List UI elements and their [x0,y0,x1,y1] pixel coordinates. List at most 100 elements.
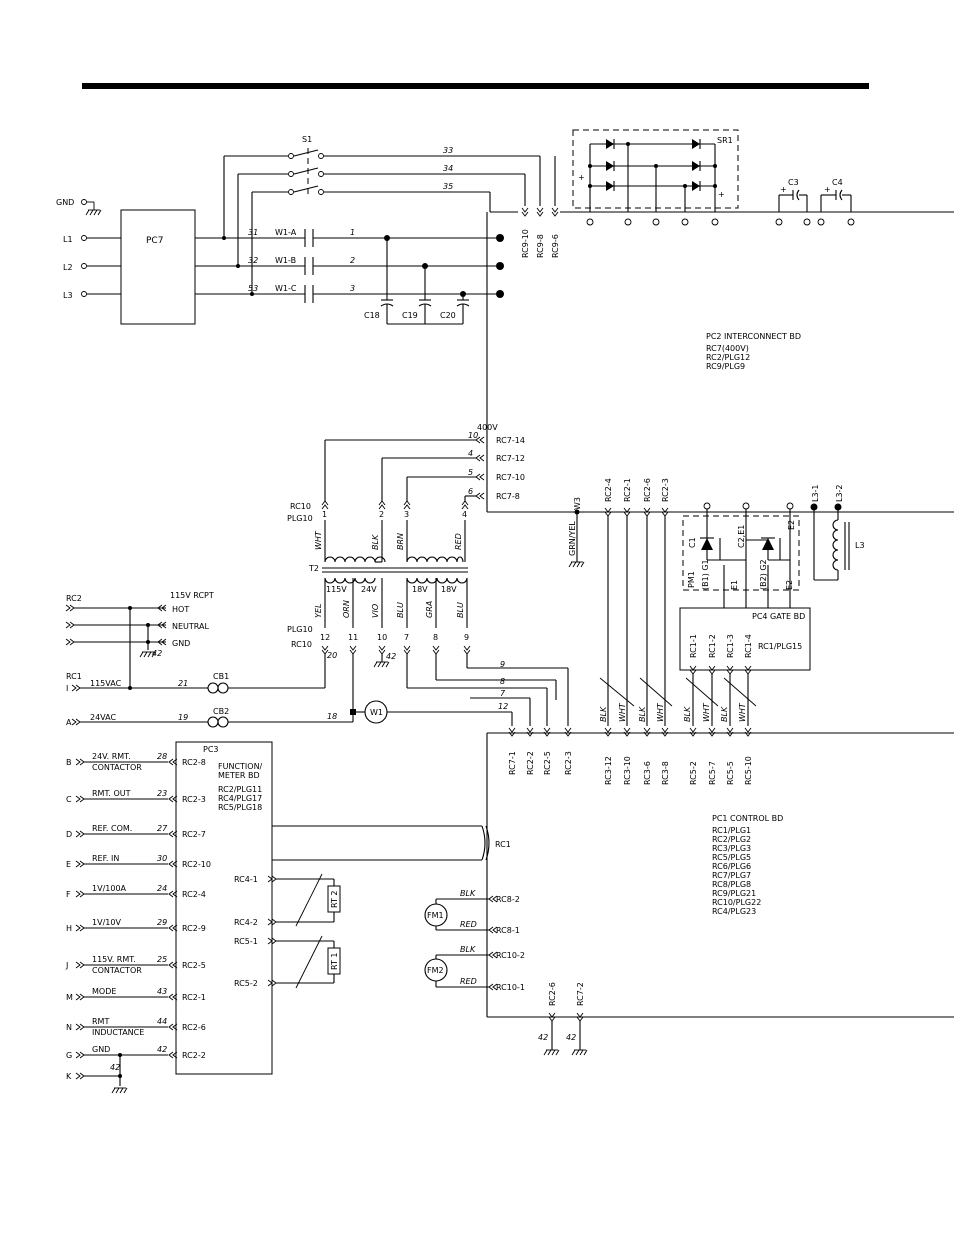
fm2-red: RED [460,977,477,986]
pc1-line-10: RC4/PLG23 [712,907,756,916]
t2-pin-8: 8 [433,633,438,642]
rc9-6-label: RC9-6 [551,234,560,258]
pc4-rc1-3: RC1-3 [726,634,735,658]
t2-blu-b: BLU [456,602,465,618]
wire-31: 31 [248,228,258,237]
rc2-3-bot-label: RC2-3 [564,751,573,775]
pc3-row-label: RMT [92,1017,109,1026]
rc7-12-label: RC7-12 [496,454,525,463]
pc3-row-wire: 28 [157,752,167,761]
rc2-115v-receptacle: RC2 115V RCPT HOT NEUTRAL GND 42 [65,591,214,688]
k-label: K [66,1072,72,1081]
t2-brn: BRN [396,533,405,550]
pc3-row-letter: E [66,860,71,869]
pc3-line-3: RC5/PLG18 [218,803,262,812]
rc5-10-label: RC5-10 [744,756,753,785]
wire-33: 33 [443,146,453,155]
t2-pin-9: 9 [464,633,469,642]
c18-label: C18 [364,311,380,320]
pc3-row-letter: C [66,795,72,804]
pc4-title: PC4 GATE BD [752,612,805,621]
wire-4: 4 [468,449,473,458]
rc4-2-label: RC4-2 [234,918,258,927]
rc3-12-label: RC3-12 [604,756,613,785]
t2-24v: 24V [361,585,377,594]
t2-vio: VIO [371,604,380,618]
sr1-label: SR1 [717,136,733,145]
input-terminals: GND L1 L2 L3 [56,198,121,300]
rc1-115vac-line: RC1 I 115VAC 21 CB1 [66,672,325,694]
l3-2-label: L3-2 [835,484,844,502]
pc7-label: PC7 [146,236,163,246]
t2-115v: 115V [326,585,347,594]
pc2-line-2: RC2/PLG12 [706,353,750,362]
wire-35: 35 [443,182,453,191]
pm1-label: PM1 [687,571,696,588]
rc2-6-wire-42: 42 [538,1033,548,1042]
wire-32: 32 [248,256,258,265]
pc3-title: PC3 [203,745,219,754]
sr1-minus: + [578,173,585,182]
t2-wire-42: 42 [386,652,396,661]
pc3-row-pin: RC2-2 [182,1051,206,1060]
pc3-row-letter: N [66,1023,72,1032]
rc7-10-label: RC7-10 [496,473,525,482]
pc3-line-2: RC4/PLG17 [218,794,262,803]
t2-plg10-bottom: PLG10 [287,625,313,634]
w3-label: W3 [573,497,582,510]
t2-yel: YEL [314,604,323,618]
pc3-function-meter-board: PC3 FUNCTION/ METER BD RC2/PLG11 RC4/PLG… [175,741,273,1075]
pc3-row-wire: 42 [157,1045,167,1054]
wire-53: 53 [248,284,258,293]
t2-pin-10: 10 [377,633,387,642]
pc7-box [120,209,196,325]
fm2-label: FM2 [427,966,444,975]
rc9-8-label: RC9-8 [536,234,545,258]
tw-wht-4: WHT [738,702,747,722]
t2-wht: WHT [314,530,323,550]
tw-blk-1: BLK [599,706,608,722]
pc3-row-label2: CONTACTOR [92,966,142,975]
rc3-6-label: RC3-6 [643,761,652,785]
l3-label: L3 [855,541,865,550]
rcpt-gnd: GND [172,639,190,648]
pm1-e1: E1 [730,580,739,590]
rc5-5-label: RC5-5 [726,761,735,785]
t2-pin-12: 12 [320,633,330,642]
wire-5: 5 [468,468,473,477]
pc1-title: PC1 CONTROL BD [712,814,783,823]
pc4-rc1-1: RC1-1 [689,634,698,658]
tw-wht-3: WHT [702,702,711,722]
rc7-top-connectors: 400V RC7-14 RC7-12 RC7-10 RC7-8 10 4 5 6 [324,423,525,502]
pc3-row-wire: 30 [157,854,167,863]
wire-9: 9 [500,660,505,669]
a-24vac-line: A 24VAC 19 CB2 18 W1 12 [66,700,512,728]
pc3-row-label: 1V/10V [92,918,121,927]
rc1-left-label: RC1 [66,672,82,681]
fan-motors: FM1 BLK RED RC8-2 RC8-1 FM2 BLK RED RC10… [424,889,525,992]
cb1-label: CB1 [213,672,229,681]
pc3-row-label: 24V. RMT. [92,752,131,761]
rc7-8-label: RC7-8 [496,492,520,501]
pc3-row-wire: 27 [157,824,168,833]
c4-label: C4 [832,178,843,187]
l3-1-label: L3-1 [811,484,820,502]
rc7-14-label: RC7-14 [496,436,525,445]
fm1-label: FM1 [427,911,444,920]
t2-secondary-wiring: 9 8 7 RC7-1 RC2-2 RC2-5 RC2-3 [407,660,573,775]
wire-21: 21 [178,679,188,688]
rc2-label: RC2 [66,594,82,603]
pc3-row-label: 1V/100A [92,884,127,893]
k-terminal: K 42 [66,1053,128,1094]
t2-red: RED [454,533,463,550]
rt1-label: RT 1 [330,953,339,971]
pc3-row-letter: J [65,961,68,970]
sr1-rectifier: SR1 + + [572,129,739,226]
w1-coil-label: W1 [370,708,383,717]
bottom-grounds: RC2-6 RC7-2 42 42 [538,982,588,1056]
